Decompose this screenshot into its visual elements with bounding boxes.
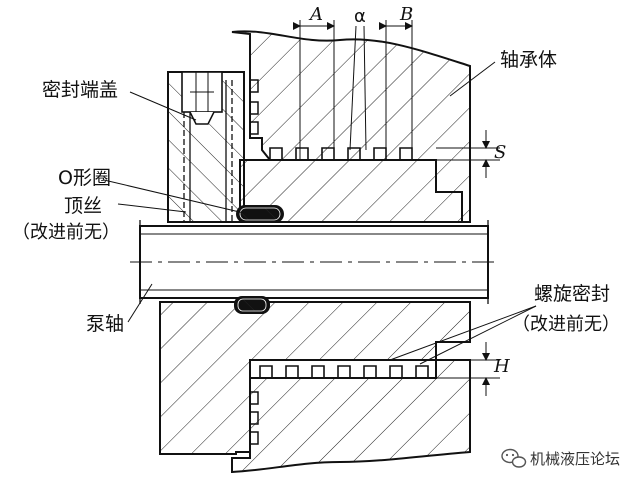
label-spiral-seal-note: （改进前无）	[512, 314, 620, 335]
dim-label-a: A	[308, 4, 323, 25]
dimension-s	[436, 130, 500, 178]
upper-cap-step	[250, 79, 259, 135]
dim-label-b: B	[399, 4, 413, 25]
spiral-seal-teeth	[259, 365, 429, 379]
wechat-icon	[501, 448, 527, 468]
label-o-ring: O形圈	[58, 167, 111, 189]
leader-seal-end-cap	[129, 91, 197, 121]
label-pump-shaft: 泵轴	[86, 313, 124, 335]
leader-pump-shaft	[127, 283, 153, 323]
leader-spiral-seal-1	[389, 305, 537, 361]
watermark: 机械液压论坛	[501, 448, 620, 468]
dim-label-h: H	[493, 356, 510, 377]
dimension-a-b-alpha	[293, 20, 413, 160]
lower-seal-body	[159, 301, 471, 455]
dim-label-alpha: α	[354, 6, 366, 27]
label-set-screw: 顶丝	[64, 195, 102, 217]
dimension-h	[436, 342, 500, 396]
watermark-text: 机械液压论坛	[530, 450, 620, 468]
label-set-screw-note: （改进前无）	[12, 222, 120, 243]
dim-label-s: S	[494, 142, 506, 163]
leader-o-ring	[103, 179, 249, 215]
label-seal-end-cap: 密封端盖	[42, 79, 118, 101]
leader-spiral-seal-2	[419, 305, 537, 365]
leader-set-screw	[117, 203, 187, 213]
leader-bearing-body	[449, 61, 496, 97]
bearing-body-lower	[231, 359, 471, 474]
label-bearing-body: 轴承体	[500, 49, 557, 71]
label-spiral-seal: 螺旋密封	[534, 283, 610, 305]
